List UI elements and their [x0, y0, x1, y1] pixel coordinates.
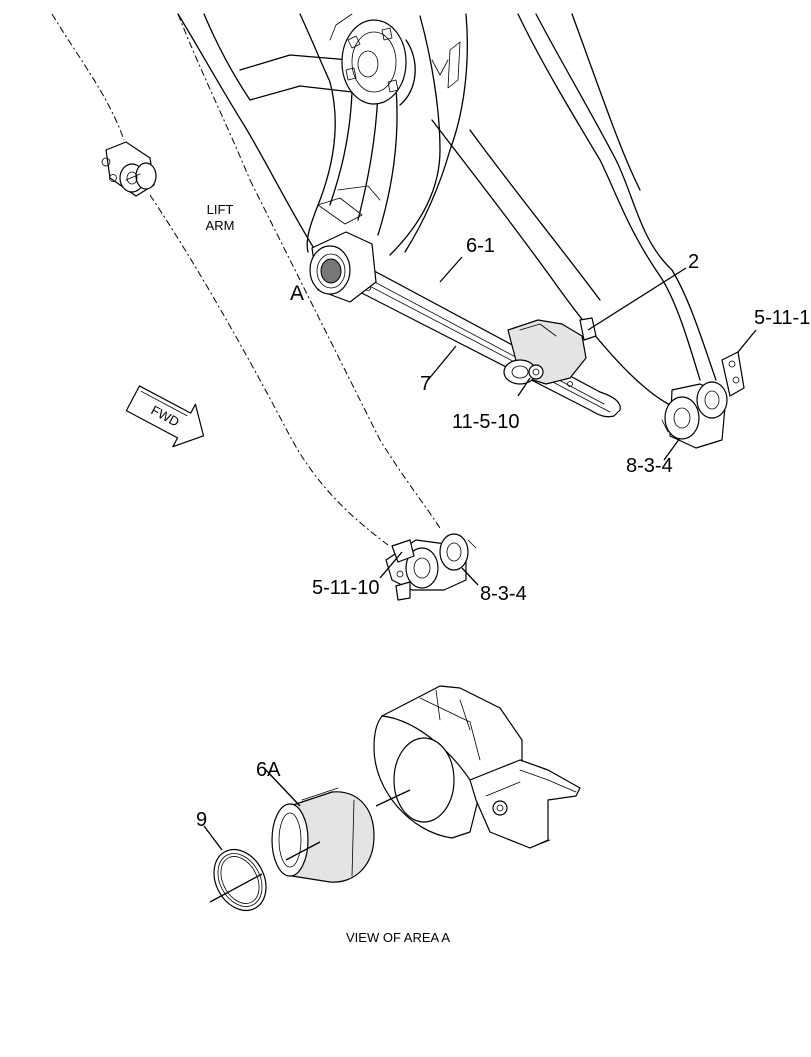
callout-11-5-10: 11-5-10: [452, 411, 519, 433]
label-area-a: A: [290, 282, 304, 305]
callout-2: 2: [688, 251, 699, 273]
callout-8-3-4-bottom: 8-3-4: [480, 583, 527, 605]
view-caption: VIEW OF AREA A: [346, 930, 450, 945]
upper-pivot-hub: [341, 19, 416, 106]
callout-6a: 6A: [256, 759, 281, 781]
label-lift-arm: LIFT: [207, 202, 234, 217]
bottom-pin-assembly: [385, 533, 477, 601]
detail-assembly-axis: [203, 767, 411, 903]
rod-eye-bushing-6-1: [309, 231, 377, 303]
left-lift-arm-outline: [51, 13, 441, 546]
right-pin-assembly: [661, 351, 745, 449]
callout-9: 9: [196, 809, 207, 831]
callout-5-11-10-right: 5-11-10: [754, 307, 811, 329]
callout-7: 7: [420, 373, 431, 395]
fwd-arrow: FWD: [125, 385, 205, 448]
center-frame-tower: [177, 13, 468, 256]
callout-8-3-4-right: 8-3-4: [626, 455, 673, 477]
detail-callout-labels: 6A 9 VIEW OF AREA A: [196, 759, 450, 945]
callout-6-1: 6-1: [466, 235, 495, 257]
left-arm-pin-boss: [101, 141, 157, 197]
detail-bushing-6a: [271, 787, 375, 883]
leader-lines: [379, 256, 757, 586]
detail-rod-eye-housing: [373, 685, 581, 849]
callout-labels: LIFT ARM A 6-1 2 5-11-10 7 11-5-10 8-3-4…: [206, 202, 811, 605]
label-lift-arm-2: ARM: [206, 218, 235, 233]
detail-retaining-ring-9: [213, 848, 267, 912]
callout-5-11-10-bottom: 5-11-10: [312, 577, 379, 599]
right-frame-rail: [431, 13, 717, 407]
cylinder-mount-2: [503, 317, 597, 385]
